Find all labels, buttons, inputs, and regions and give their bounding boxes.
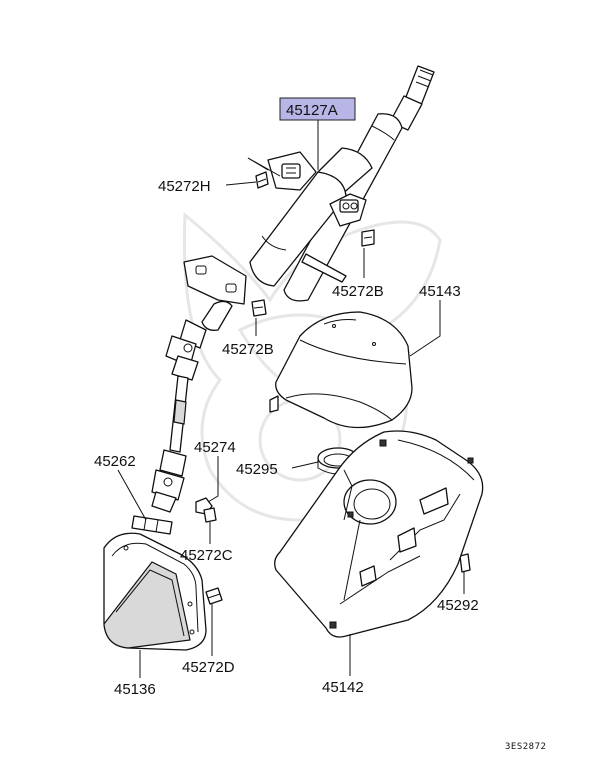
boot-45136 [103, 532, 207, 651]
diagram-code: 3ES2872 [505, 742, 546, 752]
callout-45272B-top: 45272B [332, 283, 384, 300]
callout-45292: 45292 [437, 597, 479, 614]
callout-45272B-mid: 45272B [222, 341, 274, 358]
steering-column-45127A [183, 65, 435, 331]
callout-45127A: 45127A [286, 102, 338, 119]
lower-cover-45142 [274, 430, 484, 638]
intermediate-shaft [151, 319, 207, 513]
screw-45292 [459, 553, 471, 573]
clamp-45262 [131, 515, 173, 535]
callout-45262: 45262 [94, 453, 136, 470]
bolt-45272C [203, 507, 217, 523]
callout-45272H: 45272H [158, 178, 211, 195]
bolt-45272B-mid [251, 299, 267, 317]
leader-lines [117, 120, 465, 678]
callout-45143: 45143 [419, 283, 461, 300]
callout-45295: 45295 [236, 461, 278, 478]
upper-cover-45143 [269, 311, 413, 429]
callout-45274: 45274 [194, 439, 236, 456]
callout-45136: 45136 [114, 681, 156, 698]
bolt-45272H [255, 171, 269, 189]
bolt-45272B-top [361, 229, 375, 247]
callout-labels: 45127A 45272H 45272B 45143 45272B 45262 … [94, 97, 546, 752]
callout-45272C: 45272C [180, 547, 233, 564]
highlight-box-45127A [279, 97, 356, 121]
callout-45272D: 45272D [182, 659, 235, 676]
bolt-45272D [205, 587, 223, 605]
callout-45142: 45142 [322, 679, 364, 696]
